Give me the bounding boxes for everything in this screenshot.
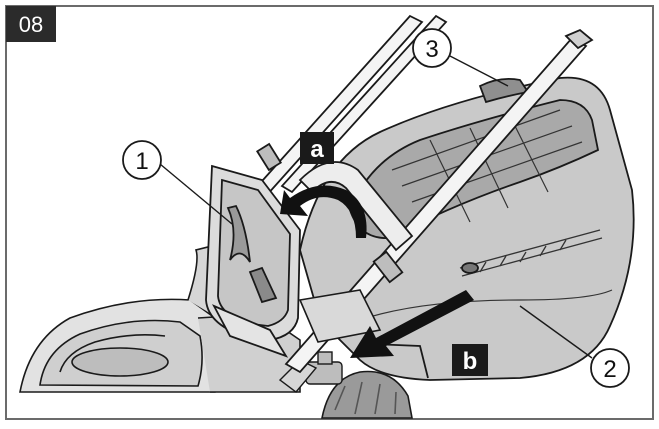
discharge-chute (298, 289, 382, 343)
callout-2: 2 (590, 348, 630, 388)
action-label-b-text: b (463, 348, 478, 375)
action-label-a-text: a (310, 136, 324, 163)
rotation-arrow-a (280, 185, 367, 238)
action-label-a: a (300, 132, 334, 164)
callout-3-label: 3 (425, 36, 438, 63)
push-arrow-b (350, 290, 474, 358)
callout-1: 1 (122, 140, 162, 180)
callout-3: 3 (412, 28, 452, 68)
callout-leaders (159, 55, 593, 359)
mower-body (19, 245, 301, 393)
mower-wheel (321, 370, 413, 419)
action-label-b: b (452, 344, 488, 376)
mower-controls (278, 351, 343, 393)
step-badge: 08 (6, 6, 56, 42)
step-number: 08 (19, 12, 43, 37)
callout-2-label: 2 (603, 356, 616, 383)
callout-1-label: 1 (135, 148, 148, 175)
rear-flap (205, 164, 301, 358)
